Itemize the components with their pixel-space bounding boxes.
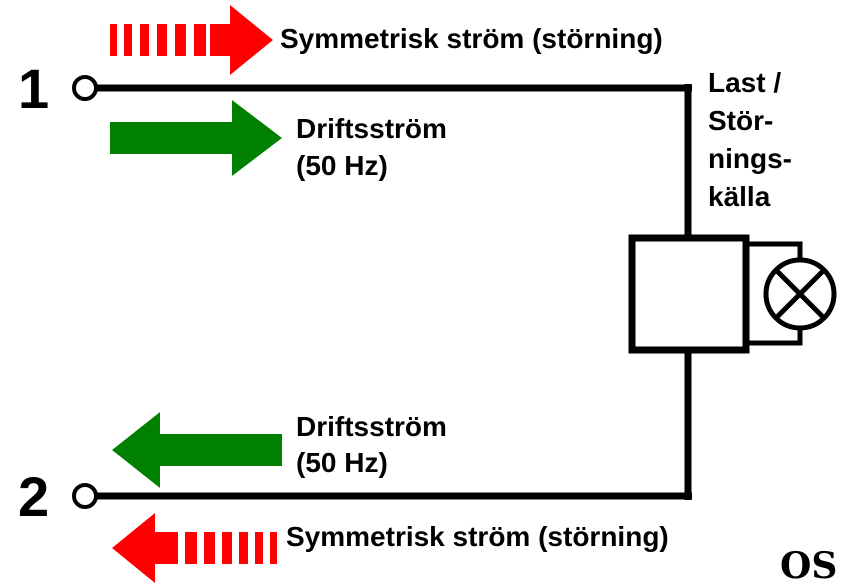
bottom-operating-label-line1: Driftsström (296, 411, 447, 442)
top-operating-label-line1: Driftsström (296, 113, 447, 144)
load-label: Last / Stör- nings- källa (708, 67, 792, 212)
load-label-line2: Stör- (708, 105, 773, 136)
dashed-arrow-icon (110, 5, 273, 75)
signature: OS (780, 545, 837, 587)
top-operating-label-line2: (50 Hz) (296, 150, 388, 181)
terminal-1-connector (72, 75, 98, 101)
terminal-2-connector (72, 483, 98, 509)
solid-arrow-icon (110, 100, 282, 176)
load-box (628, 234, 750, 354)
dashed-arrow-icon (112, 513, 277, 583)
load-label-line1: Last / (708, 67, 781, 98)
bottom-operating-label-line2: (50 Hz) (296, 447, 388, 478)
load-label-line4: källa (708, 181, 771, 212)
solid-arrow-icon (112, 412, 282, 488)
lamp-icon (763, 257, 837, 331)
terminal-1-label: 1 (18, 57, 49, 120)
terminal-2-label: 2 (18, 465, 49, 528)
bottom-disturbance-label: Symmetrisk ström (störning) (286, 521, 669, 552)
load-label-line3: nings- (708, 143, 792, 174)
top-disturbance-label: Symmetrisk ström (störning) (280, 23, 663, 54)
